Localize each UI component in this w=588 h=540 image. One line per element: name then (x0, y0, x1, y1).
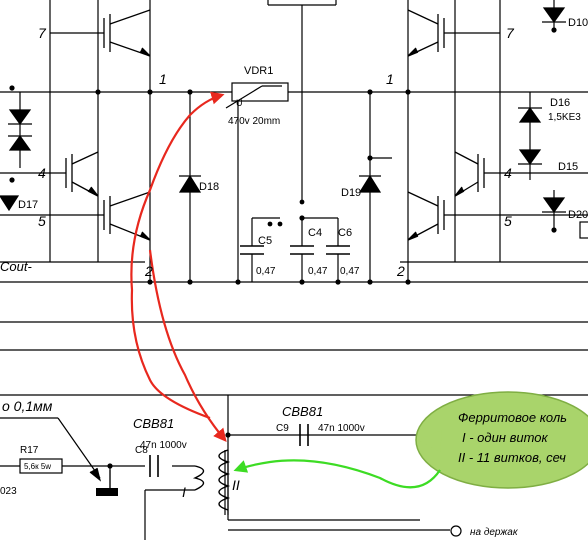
label-c9: C9 (276, 423, 289, 434)
label-coil-i: I (182, 484, 186, 500)
pin-4-left: 4 (38, 165, 46, 181)
label-d18: D18 (199, 181, 219, 193)
label-cbb81-left-value: 47n 1000v (140, 440, 187, 451)
coil-secondary (218, 449, 231, 511)
label-r17-value: 5,6к 5w (24, 462, 51, 471)
label-vdr-u: U (236, 98, 243, 108)
pin-5-right: 5 (504, 213, 512, 229)
varistor-vdr1 (225, 82, 289, 109)
label-c5: C5 (258, 235, 272, 247)
pin-5-left: 5 (38, 213, 46, 229)
bubble-line-3: II - 11 витков, сеч (458, 450, 566, 465)
label-d17: D17 (18, 199, 38, 211)
green-arrow (233, 459, 441, 489)
label-wire-note: о 0,1мм (2, 398, 53, 414)
label-r17: R17 (20, 445, 39, 456)
resistor-r17 (19, 458, 63, 474)
label-d20: D20 (568, 209, 588, 221)
ferrite-note-bubble (415, 391, 588, 489)
label-c8: C8 (135, 445, 148, 456)
igbt-q2-right (454, 151, 588, 197)
label-c6-value: 0,47 (340, 266, 360, 277)
label-cbb81-right: CBB81 (282, 404, 323, 419)
pin-2-left: 2 (144, 263, 153, 279)
label-vdr1: VDR1 (244, 65, 273, 77)
pin-2-right: 2 (396, 263, 405, 279)
label-c4: C4 (308, 227, 322, 239)
connector-block (96, 488, 118, 496)
label-c6: C6 (338, 227, 352, 239)
label-c9-value: 47n 1000v (318, 423, 365, 434)
red-arrow-down (148, 249, 227, 443)
capacitors (149, 245, 350, 477)
label-d10: D10 (568, 17, 588, 29)
pin-1-left: 1 (159, 71, 167, 87)
label-coil-ii: II (232, 477, 240, 493)
pin-1-right: 1 (386, 71, 394, 87)
igbt-q2-left (0, 151, 99, 197)
label-holder: на держак (470, 527, 519, 538)
diodes (0, 7, 566, 214)
bubble-line-2: I - один виток (462, 430, 549, 445)
terminal-holder (450, 525, 462, 537)
igbt-q3-right (407, 191, 588, 241)
label-d19: D19 (341, 187, 361, 199)
igbt-q1-left (50, 9, 151, 57)
igbt-q1-right (407, 9, 500, 57)
label-cbb81-left: CBB81 (133, 416, 174, 431)
pin-7-left: 7 (38, 25, 47, 41)
pin-4-right: 4 (504, 165, 512, 181)
label-cout: Cout- (0, 259, 32, 274)
wire-pointer (0, 417, 116, 491)
label-part-023: 023 (0, 486, 17, 497)
bubble-line-1: Ферритовое коль (458, 410, 567, 425)
coil-primary (192, 465, 205, 491)
label-d15: D15 (558, 161, 578, 173)
label-d16-type: 1,5KE3 (548, 112, 581, 123)
junction-dots (9, 27, 557, 469)
label-c4-value: 0,47 (308, 266, 328, 277)
red-arrow-up (130, 91, 225, 420)
label-vdr-spec: 470v 20mm (228, 116, 280, 127)
pin-7-right: 7 (506, 25, 515, 41)
label-c5-value: 0,47 (256, 266, 276, 277)
igbt-q3-left (0, 191, 151, 241)
label-d16: D16 (550, 97, 570, 109)
